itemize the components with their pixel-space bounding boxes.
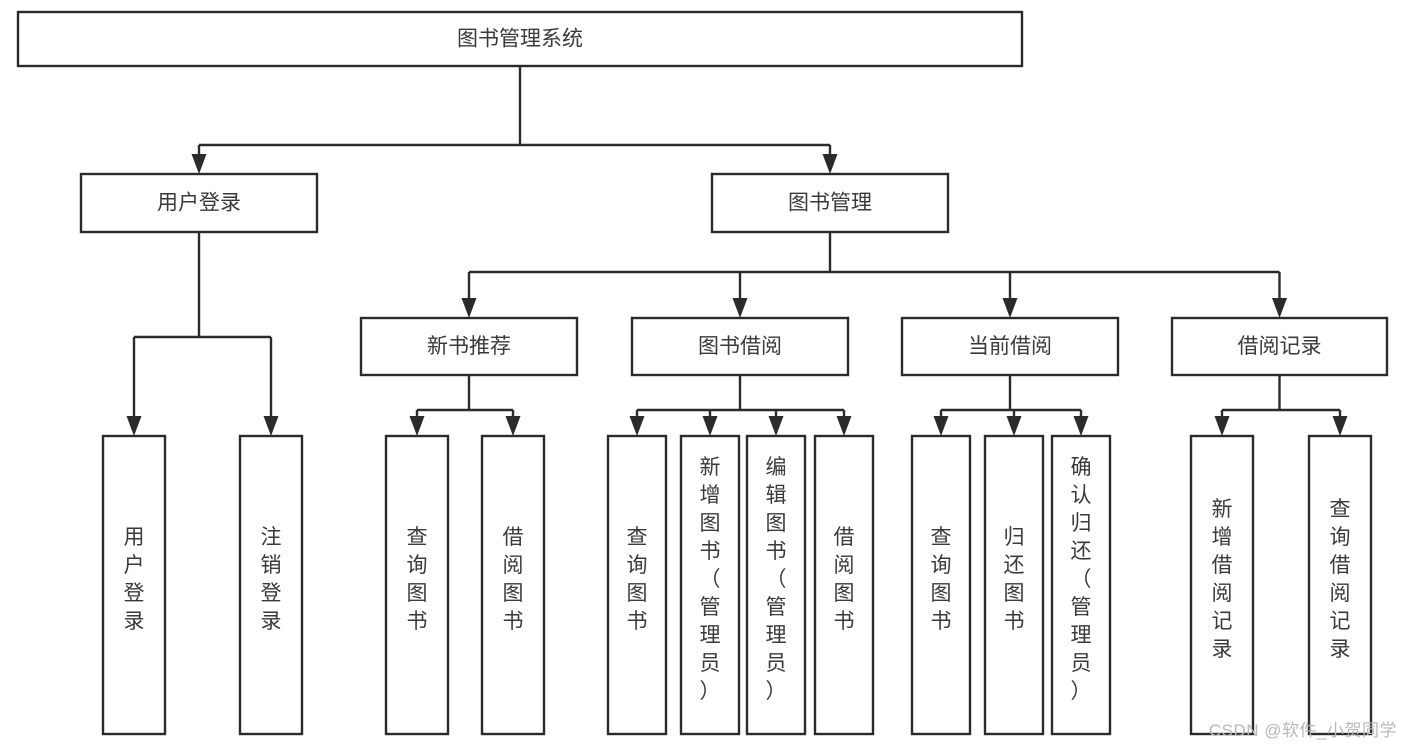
node-label-leaf-confirm-return: 确认归还（管理员） bbox=[1071, 456, 1092, 703]
csdn-watermark: CSDN @软件_小贺同学 bbox=[1208, 721, 1397, 740]
edge-group-user-login bbox=[126, 232, 279, 436]
arrow-head bbox=[933, 416, 949, 436]
node-borrow-record[interactable]: 借阅记录 bbox=[1170, 316, 1389, 377]
node-leaf-query-record[interactable]: 查询借阅记录 bbox=[1307, 434, 1373, 736]
arrow-head bbox=[1272, 298, 1287, 318]
node-label-leaf-query-book-3: 查询图书 bbox=[931, 526, 952, 633]
arrow-head bbox=[629, 416, 645, 436]
arrow-head bbox=[505, 416, 521, 436]
node-box-borrow-record[interactable] bbox=[1170, 316, 1389, 377]
node-label-leaf-logout: 注销登录 bbox=[261, 526, 282, 633]
node-box-leaf-query-record[interactable] bbox=[1307, 434, 1373, 736]
node-box-new-book-rec[interactable] bbox=[359, 316, 579, 377]
node-leaf-edit-book[interactable]: 编辑图书（管理员） bbox=[745, 434, 807, 736]
node-leaf-borrow-book-1[interactable]: 借阅图书 bbox=[480, 434, 546, 736]
node-label-leaf-query-book-1: 查询图书 bbox=[407, 526, 428, 633]
arrow-head bbox=[263, 416, 279, 436]
node-label-leaf-user-login: 用户登录 bbox=[124, 526, 145, 633]
edge-group-borrow-record bbox=[1214, 375, 1348, 436]
arrow-head bbox=[836, 416, 852, 436]
node-box-book-manage[interactable] bbox=[710, 172, 950, 234]
node-box-leaf-query-book-1[interactable] bbox=[384, 434, 450, 736]
node-box-leaf-edit-book[interactable] bbox=[745, 434, 807, 736]
node-layer: 图书管理系统用户登录图书管理新书推荐图书借阅当前借阅借阅记录用户登录注销登录查询… bbox=[16, 10, 1389, 736]
arrow-head bbox=[1002, 298, 1018, 318]
node-book-borrow[interactable]: 图书借阅 bbox=[630, 316, 850, 377]
node-leaf-logout[interactable]: 注销登录 bbox=[238, 434, 304, 736]
node-label-borrow-record: 借阅记录 bbox=[1238, 335, 1322, 358]
node-label-leaf-add-record: 新增借阅记录 bbox=[1212, 498, 1233, 661]
node-book-manage[interactable]: 图书管理 bbox=[710, 172, 950, 234]
arrow-head bbox=[1214, 416, 1230, 436]
node-box-leaf-borrow-book-2[interactable] bbox=[813, 434, 875, 736]
arrow-head bbox=[1006, 416, 1022, 436]
node-label-current-borrow: 当前借阅 bbox=[968, 335, 1052, 358]
node-label-user-login: 用户登录 bbox=[157, 192, 241, 215]
edge-group-new-book-rec bbox=[409, 375, 521, 436]
node-label-leaf-query-book-2: 查询图书 bbox=[627, 526, 648, 633]
node-box-leaf-logout[interactable] bbox=[238, 434, 304, 736]
node-label-leaf-add-book: 新增图书（管理员） bbox=[700, 456, 721, 703]
arrow-head bbox=[1073, 416, 1089, 436]
node-box-book-borrow[interactable] bbox=[630, 316, 850, 377]
node-box-leaf-confirm-return[interactable] bbox=[1050, 434, 1112, 736]
node-box-leaf-add-book[interactable] bbox=[679, 434, 741, 736]
arrow-head bbox=[768, 416, 784, 436]
node-box-current-borrow[interactable] bbox=[900, 316, 1120, 377]
arrow-head bbox=[461, 298, 477, 318]
node-box-leaf-add-record[interactable] bbox=[1189, 434, 1255, 736]
edge-layer bbox=[126, 66, 1348, 436]
node-leaf-user-login[interactable]: 用户登录 bbox=[101, 434, 167, 736]
node-box-leaf-return-book[interactable] bbox=[983, 434, 1045, 736]
arrow-head bbox=[126, 416, 142, 436]
node-leaf-query-book-2[interactable]: 查询图书 bbox=[606, 434, 668, 736]
node-leaf-query-book-3[interactable]: 查询图书 bbox=[910, 434, 972, 736]
node-box-leaf-borrow-book-1[interactable] bbox=[480, 434, 546, 736]
node-current-borrow[interactable]: 当前借阅 bbox=[900, 316, 1120, 377]
node-box-leaf-user-login[interactable] bbox=[101, 434, 167, 736]
node-label-leaf-edit-book: 编辑图书（管理员） bbox=[766, 456, 787, 703]
node-label-new-book-rec: 新书推荐 bbox=[427, 335, 511, 358]
node-leaf-add-book[interactable]: 新增图书（管理员） bbox=[679, 434, 741, 736]
node-label-book-manage: 图书管理 bbox=[788, 192, 872, 215]
node-leaf-query-book-1[interactable]: 查询图书 bbox=[384, 434, 450, 736]
arrow-head bbox=[191, 154, 207, 174]
edge-group-book-borrow bbox=[629, 375, 852, 436]
node-label-leaf-return-book: 归还图书 bbox=[1004, 526, 1025, 633]
arrow-head bbox=[732, 298, 748, 318]
node-leaf-add-record[interactable]: 新增借阅记录 bbox=[1189, 434, 1255, 736]
node-label-book-borrow: 图书借阅 bbox=[698, 335, 782, 358]
node-label-leaf-query-record: 查询借阅记录 bbox=[1330, 498, 1351, 661]
node-root[interactable]: 图书管理系统 bbox=[16, 10, 1024, 68]
node-leaf-confirm-return[interactable]: 确认归还（管理员） bbox=[1050, 434, 1112, 736]
node-box-leaf-query-book-3[interactable] bbox=[910, 434, 972, 736]
node-label-leaf-borrow-book-2: 借阅图书 bbox=[834, 526, 855, 633]
arrow-head bbox=[702, 416, 718, 436]
arrow-head bbox=[409, 416, 425, 436]
node-label-leaf-borrow-book-1: 借阅图书 bbox=[503, 526, 524, 633]
arrow-head bbox=[822, 154, 838, 174]
node-label-root: 图书管理系统 bbox=[457, 28, 583, 51]
node-leaf-return-book[interactable]: 归还图书 bbox=[983, 434, 1045, 736]
node-new-book-rec[interactable]: 新书推荐 bbox=[359, 316, 579, 377]
node-user-login[interactable]: 用户登录 bbox=[79, 172, 319, 234]
node-box-user-login[interactable] bbox=[79, 172, 319, 234]
node-leaf-borrow-book-2[interactable]: 借阅图书 bbox=[813, 434, 875, 736]
edge-group-current-borrow bbox=[933, 375, 1089, 436]
edge-group-book-manage bbox=[461, 232, 1287, 318]
node-box-leaf-query-book-2[interactable] bbox=[606, 434, 668, 736]
node-box-root[interactable] bbox=[16, 10, 1024, 68]
edge-group-root bbox=[191, 66, 838, 174]
arrow-head bbox=[1332, 416, 1348, 436]
